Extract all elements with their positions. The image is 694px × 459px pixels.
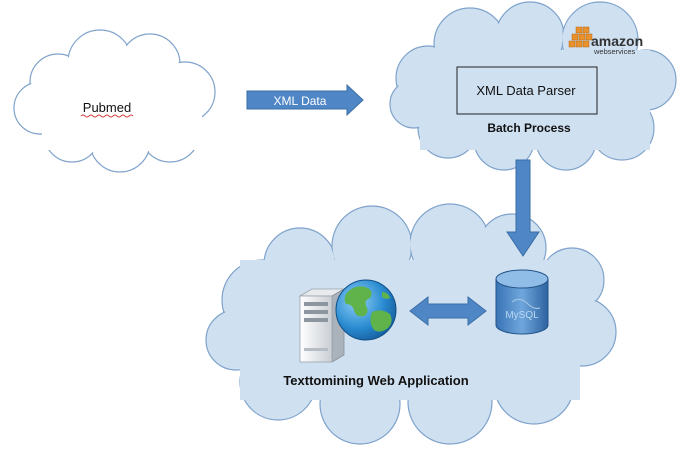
pubmed-label: Pubmed	[83, 100, 131, 115]
pubmed-cloud: Pubmed	[13, 29, 216, 173]
aws-cubes-icon	[568, 26, 593, 48]
xml-parser-box	[456, 66, 598, 115]
webapp-cloud: MySQL Texttomining Web Application	[205, 203, 617, 445]
xml-data-label: XML Data	[274, 94, 327, 108]
database-icon: MySQL	[495, 269, 549, 335]
globe-icon	[335, 279, 397, 341]
aws-logo: amazon webservices	[568, 26, 643, 56]
webapp-label: Texttomining Web Application	[283, 373, 468, 388]
app-db-double-arrow	[409, 295, 487, 327]
batch-process-label: Batch Process	[487, 121, 571, 135]
spellcheck-underline	[80, 114, 134, 118]
aws-logo-sub: webservices	[593, 47, 636, 56]
aws-cloud: amazon webservices XML Data Parser Batch…	[389, 1, 677, 171]
xml-data-arrow: XML Data	[246, 83, 364, 117]
mysql-label: MySQL	[505, 310, 539, 321]
xml-parser-label: XML Data Parser	[476, 83, 576, 98]
aws-logo-word: amazon	[591, 33, 643, 49]
aws-to-db-arrow	[506, 159, 540, 257]
